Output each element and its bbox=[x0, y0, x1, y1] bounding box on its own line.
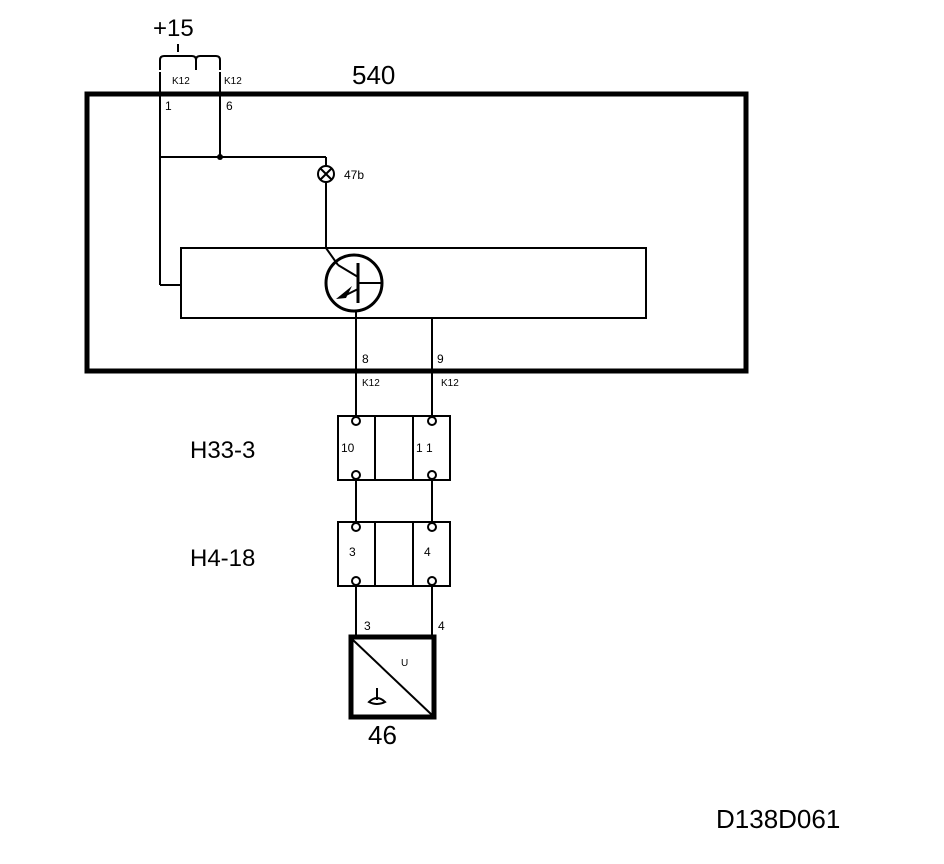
connector-h4-18-pin-right: 4 bbox=[424, 545, 431, 559]
module-pin-6: 6 bbox=[226, 99, 233, 113]
module-pin-9: 9 bbox=[437, 352, 444, 366]
supply-label: +15 bbox=[153, 15, 194, 42]
module-540-box bbox=[84, 91, 749, 374]
module-pin-8: 8 bbox=[362, 352, 369, 366]
sensor-symbol-text: U bbox=[401, 658, 408, 669]
supply-bracket bbox=[159, 44, 221, 70]
sensor-pin-3: 3 bbox=[364, 619, 371, 633]
sensor-number: 46 bbox=[368, 720, 397, 750]
connector-h4-18 bbox=[337, 521, 451, 587]
sensor-46 bbox=[348, 634, 437, 720]
transistor-icon bbox=[324, 253, 384, 313]
connector-h33-3-pin-right: 1 1 bbox=[416, 441, 433, 455]
connector-label-right: K12 bbox=[224, 76, 242, 87]
connector-h33-3-pin-left: 10 bbox=[341, 441, 355, 455]
sensor-pin-4: 4 bbox=[438, 619, 445, 633]
connector-out-right: K12 bbox=[441, 378, 459, 389]
lamp-label: 47b bbox=[344, 168, 364, 182]
junction-dot bbox=[217, 154, 223, 160]
connector-h33-3 bbox=[337, 415, 451, 481]
pressure-symbol-icon bbox=[367, 688, 387, 705]
connector-h33-3-label: H33-3 bbox=[190, 437, 255, 464]
warning-lamp-icon bbox=[317, 165, 335, 183]
diagram-id: D138D061 bbox=[716, 804, 840, 834]
module-number: 540 bbox=[352, 60, 395, 90]
module-pin-1: 1 bbox=[165, 99, 172, 113]
connector-h4-18-pin-left: 3 bbox=[349, 545, 356, 559]
connector-out-left: K12 bbox=[362, 378, 380, 389]
module-internal-wiring bbox=[159, 72, 339, 286]
connector-label-left: K12 bbox=[172, 76, 190, 87]
control-unit-block bbox=[180, 247, 647, 319]
connector-h4-18-label: H4-18 bbox=[190, 545, 255, 572]
